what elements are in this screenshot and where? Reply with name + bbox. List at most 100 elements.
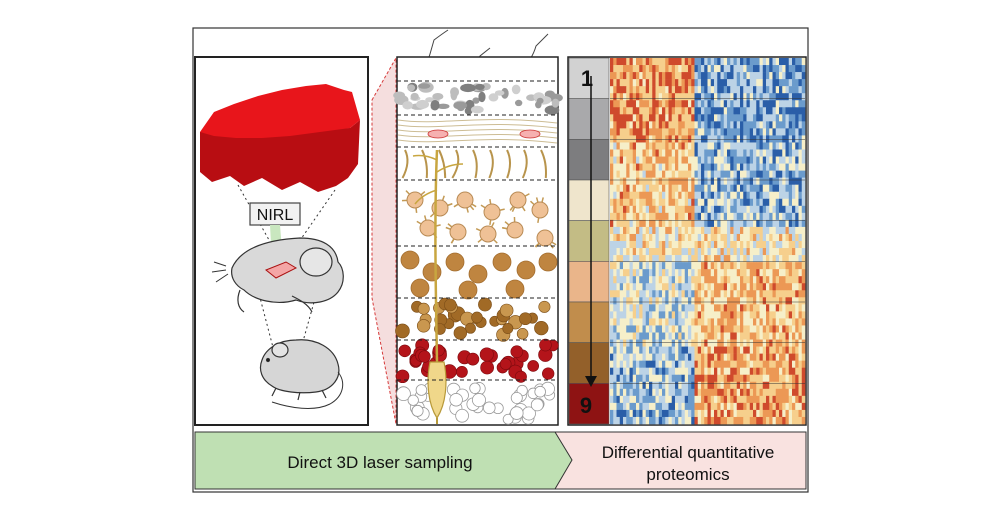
heatmap-cell <box>753 121 757 129</box>
heatmap-cell <box>675 233 679 242</box>
heatmap-cell <box>645 177 650 185</box>
heatmap-cell <box>639 233 643 242</box>
heatmap-cell <box>626 262 630 270</box>
heatmap-cell <box>710 65 715 73</box>
heatmap-cell <box>727 388 731 397</box>
heatmap-cell <box>775 255 780 263</box>
heatmap-cell <box>645 290 650 298</box>
heatmap-cell <box>749 402 754 411</box>
heatmap-cell <box>707 402 712 411</box>
heatmap-cell <box>756 72 760 80</box>
heatmap-cell <box>801 325 806 333</box>
heatmap-cell <box>613 212 617 221</box>
heatmap-cell <box>766 149 770 157</box>
heatmap-cell <box>782 114 786 122</box>
heatmap-cell <box>707 177 712 185</box>
heatmap-cell <box>619 381 624 390</box>
pebble <box>488 93 499 102</box>
heatmap-cell <box>684 353 689 361</box>
heatmap-cell <box>782 149 786 157</box>
heatmap-cell <box>779 128 783 136</box>
heatmap-cell <box>707 149 712 157</box>
heatmap-cell <box>613 156 617 164</box>
heatmap-cell <box>610 93 614 101</box>
heatmap-cell <box>684 93 689 101</box>
heatmap-cell <box>746 170 751 178</box>
heatmap-cell <box>704 381 708 390</box>
heatmap-cell <box>795 374 799 383</box>
heatmap-cell <box>714 311 718 319</box>
heatmap-cell <box>704 276 708 284</box>
heatmap-cell <box>795 79 799 87</box>
heatmap-cell <box>610 325 614 333</box>
tissue-block-top <box>200 84 360 138</box>
heatmap-cell <box>636 290 640 298</box>
heatmap-cell <box>655 128 660 136</box>
heatmap-cell <box>785 367 790 376</box>
heatmap-cell <box>662 226 666 235</box>
heatmap-cell <box>636 409 640 418</box>
heatmap-cell <box>681 276 686 284</box>
heatmap-cell <box>795 269 799 277</box>
heatmap-cell <box>626 374 630 383</box>
layer-color-strips <box>568 57 610 425</box>
heatmap-cell <box>688 346 692 354</box>
heatmap-cell <box>736 374 741 383</box>
heatmap-cell <box>759 367 764 376</box>
heatmap-cell <box>623 226 627 235</box>
heatmap-cell <box>623 402 627 411</box>
heatmap-cell <box>629 65 634 73</box>
heatmap-cell <box>655 297 660 305</box>
heatmap-cell <box>645 395 650 404</box>
heatmap-cell <box>727 339 731 347</box>
heatmap-cell <box>717 226 721 235</box>
heatmap-cell <box>668 388 673 397</box>
heatmap-cell <box>707 93 712 101</box>
heatmap-cell <box>678 219 682 228</box>
heatmap-cell <box>723 353 728 361</box>
heatmap-cell <box>626 79 630 87</box>
heatmap-cell <box>710 219 715 228</box>
heatmap-cell <box>736 184 741 193</box>
heatmap-cell <box>671 374 676 383</box>
heatmap-cell <box>668 332 673 340</box>
heatmap-cell <box>662 177 666 185</box>
heatmap-cell <box>743 346 747 354</box>
heatmap-cell <box>636 304 640 312</box>
heatmap-cell <box>694 93 699 101</box>
heatmap-cell <box>658 142 663 150</box>
heatmap-cell <box>707 128 712 136</box>
heatmap-cell <box>759 409 764 418</box>
heatmap-cell <box>691 346 695 354</box>
heatmap-cell <box>746 65 751 73</box>
heatmap-cell <box>623 65 627 73</box>
heatmap-cell <box>772 353 777 361</box>
heatmap-cell <box>707 226 712 235</box>
heatmap-cell <box>756 86 760 94</box>
heatmap-cell <box>766 325 770 333</box>
heatmap-cell <box>720 233 725 242</box>
heatmap-cell <box>782 191 786 200</box>
heatmap-cell <box>785 416 790 425</box>
heatmap-cell <box>662 395 666 404</box>
heatmap-cell <box>798 360 803 368</box>
heatmap-cell <box>678 388 682 397</box>
heatmap-cell <box>727 269 731 277</box>
heatmap-cell <box>688 184 692 193</box>
heatmap-cell <box>801 128 806 136</box>
heatmap-cell <box>766 346 770 354</box>
heatmap-cell <box>688 107 692 115</box>
heatmap-cell <box>746 325 751 333</box>
heatmap-cell <box>740 360 744 368</box>
heatmap-cell <box>759 219 764 228</box>
heatmap-cell <box>701 219 705 228</box>
heatmap-cell <box>681 212 686 221</box>
heatmap-cell <box>717 346 721 354</box>
heatmap-cell <box>736 212 741 221</box>
heatmap-cell <box>675 93 679 101</box>
layer-strip <box>568 220 610 262</box>
heatmap-cell <box>636 325 640 333</box>
heatmap-cell <box>736 219 741 228</box>
heatmap-cell <box>613 262 617 270</box>
heatmap-cell <box>652 100 656 108</box>
